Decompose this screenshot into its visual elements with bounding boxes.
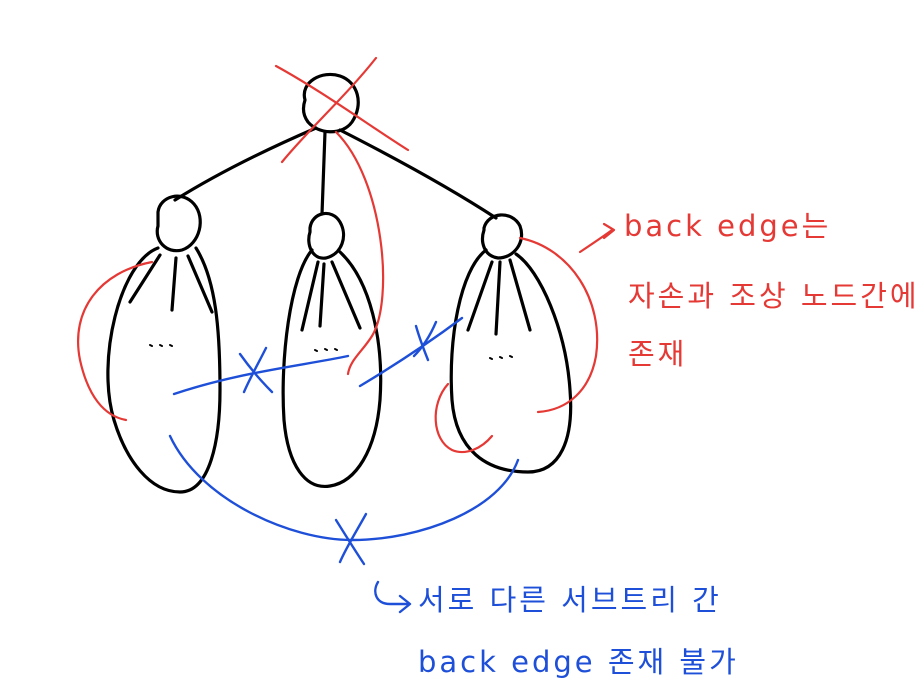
root-cross-mark [280,56,378,164]
right-subtree-dots [489,355,513,360]
left-subtree-outline [106,246,222,494]
right-subtree-branch [466,260,494,332]
blue-note-line2: back edge 존재 불가 [418,645,739,679]
blue-x-mark [334,518,366,566]
blue-x-mark [238,352,274,394]
right-subtree-outline [449,248,573,474]
blue-x-mark [414,324,430,362]
red-back-edge-left [77,260,154,422]
middle-child-node [307,211,346,260]
red-note-line1: back edge는 [624,209,832,243]
blue-x-mark [412,320,438,358]
edge-root-left [173,126,318,202]
red-back-edge-right [518,236,599,414]
middle-subtree-outline [281,248,383,488]
middle-subtree-branch [318,262,326,328]
right-subtree-branch [508,258,532,332]
blue-cross-edge-left-middle [172,354,350,396]
middle-subtree-branch [300,260,320,332]
red-back-edge-middle [334,130,385,376]
blue-x-mark [242,346,268,394]
blue-cross-edge-middle-right [358,316,464,388]
blue-arrow [374,580,412,614]
middle-subtree-dots [314,348,338,352]
red-back-edge-right-lower [434,382,494,454]
left-child-node [155,194,202,253]
edge-root-middle [320,130,327,216]
blue-x-mark [338,512,368,564]
red-note-line2: 자손과 조상 노드간에만 [628,279,921,313]
left-subtree-branch [170,256,178,312]
edge-root-right [338,128,498,220]
blue-note-line1: 서로 다른 서브트리 간 [418,583,722,617]
middle-subtree-branch [330,260,362,330]
right-child-node [480,213,524,260]
root-node [301,72,360,134]
right-subtree-branch [494,260,502,336]
red-note-line3: 존재 [628,337,688,371]
red-arrow [578,222,616,254]
left-subtree-dots [149,344,173,347]
root-cross-mark [274,64,410,152]
left-subtree-branch [128,253,162,304]
left-subtree-branch [186,254,214,314]
